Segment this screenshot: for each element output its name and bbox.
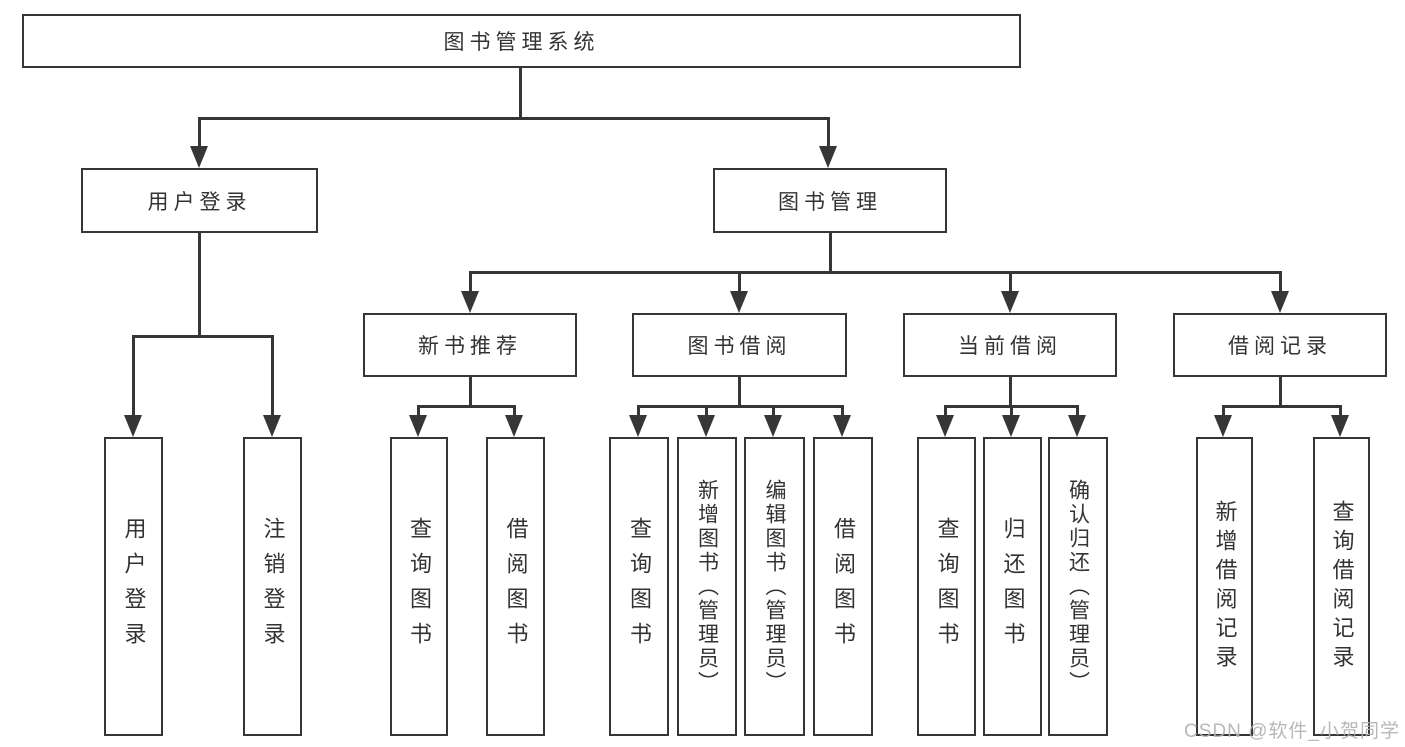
arrowhead (629, 415, 647, 437)
node-label: 查询图书 (934, 516, 960, 657)
arrowhead (505, 415, 523, 437)
arrowhead (1271, 291, 1289, 313)
node-label: 查询图书 (627, 516, 652, 657)
csdn-watermark: CSDN @软件_小贺同学 (1184, 721, 1400, 742)
node-label: 用户登录 (147, 190, 252, 214)
node-label: 用户登录 (121, 516, 147, 657)
leaf-add-borrow-record: 新增借阅记录 (1196, 437, 1253, 736)
node-label: 查询图书 (407, 516, 432, 657)
node-new-book-recommend: 新书推荐 (363, 313, 577, 377)
arrowhead (730, 291, 748, 313)
connector-vline (469, 377, 472, 407)
leaf-query-borrow-record: 查询借阅记录 (1313, 437, 1370, 736)
arrowhead (1214, 415, 1232, 437)
connector-vline (829, 233, 832, 274)
connector-vline (1279, 377, 1282, 407)
node-user-login-branch: 用户登录 (81, 168, 318, 233)
arrowhead (936, 415, 954, 437)
node-label: 编辑图书（管理员） (763, 478, 786, 695)
node-borrow-record: 借阅记录 (1173, 313, 1387, 377)
arrowhead (1331, 415, 1349, 437)
connector-vline (519, 68, 522, 120)
connector-hline (637, 405, 844, 408)
leaf-borrow-books-2: 借阅图书 (813, 437, 873, 736)
leaf-borrow-books-1: 借阅图书 (486, 437, 545, 736)
connector-vline (271, 335, 274, 417)
leaf-query-books-3: 查询图书 (917, 437, 976, 736)
connector-vline (198, 233, 201, 337)
node-label: 新书推荐 (418, 335, 522, 358)
leaf-query-books-1: 查询图书 (390, 437, 448, 736)
node-label: 确认归还（管理员） (1066, 478, 1090, 695)
connector-vline (637, 405, 640, 417)
leaf-query-books-2: 查询图书 (609, 437, 669, 736)
leaf-confirm-return-admin: 确认归还（管理员） (1048, 437, 1108, 736)
arrowhead (1002, 415, 1020, 437)
node-book-borrow: 图书借阅 (632, 313, 847, 377)
connector-vline (1222, 405, 1225, 417)
connector-hline (417, 405, 516, 408)
node-label: 归还图书 (1000, 516, 1026, 657)
connector-vline (738, 377, 741, 407)
arrowhead (263, 415, 281, 437)
node-root: 图书管理系统 (22, 14, 1021, 68)
arrowhead (461, 291, 479, 313)
arrowhead (1068, 415, 1086, 437)
arrowhead (409, 415, 427, 437)
arrowhead (697, 415, 715, 437)
node-current-borrow: 当前借阅 (903, 313, 1117, 377)
leaf-return-books: 归还图书 (983, 437, 1042, 736)
connector-vline (944, 405, 947, 417)
node-label: 借阅图书 (831, 516, 856, 657)
arrowhead (833, 415, 851, 437)
connector-vline (417, 405, 420, 417)
leaf-edit-books-admin: 编辑图书（管理员） (744, 437, 805, 736)
connector-vline (469, 271, 472, 293)
leaf-logout: 注销登录 (243, 437, 302, 736)
arrowhead (764, 415, 782, 437)
connector-vline (513, 405, 516, 417)
connector-hline (1222, 405, 1342, 408)
connector-vline (1010, 405, 1013, 417)
node-label: 查询借阅记录 (1329, 499, 1355, 674)
leaf-user-login: 用户登录 (104, 437, 163, 736)
connector-vline (1009, 271, 1012, 293)
connector-vline (827, 117, 830, 148)
connector-vline (1279, 271, 1282, 293)
connector-vline (772, 405, 775, 417)
node-book-mgmt-branch: 图书管理 (713, 168, 947, 233)
connector-vline (132, 335, 135, 417)
connector-vline (738, 271, 741, 293)
leaf-add-books-admin: 新增图书（管理员） (677, 437, 737, 736)
connector-vline (1339, 405, 1342, 417)
connector-hline (469, 271, 1282, 274)
node-label: 新增借阅记录 (1212, 499, 1238, 674)
node-label: 当前借阅 (958, 335, 1062, 358)
arrowhead (1001, 291, 1019, 313)
connector-vline (1076, 405, 1079, 417)
node-label: 图书管理 (778, 190, 882, 214)
connector-vline (198, 117, 201, 148)
node-label: 注销登录 (260, 516, 286, 657)
node-label: 借阅图书 (503, 516, 529, 657)
connector-hline (198, 117, 830, 120)
connector-vline (841, 405, 844, 417)
connector-vline (1009, 377, 1012, 407)
arrowhead (819, 146, 837, 168)
node-label: 图书管理系统 (443, 31, 600, 54)
connector-vline (705, 405, 708, 417)
node-label: 借阅记录 (1228, 335, 1332, 358)
arrowhead (190, 146, 208, 168)
node-label: 图书借阅 (687, 335, 792, 358)
arrowhead (124, 415, 142, 437)
node-label: 新增图书（管理员） (695, 478, 719, 695)
connector-hline (132, 335, 274, 338)
